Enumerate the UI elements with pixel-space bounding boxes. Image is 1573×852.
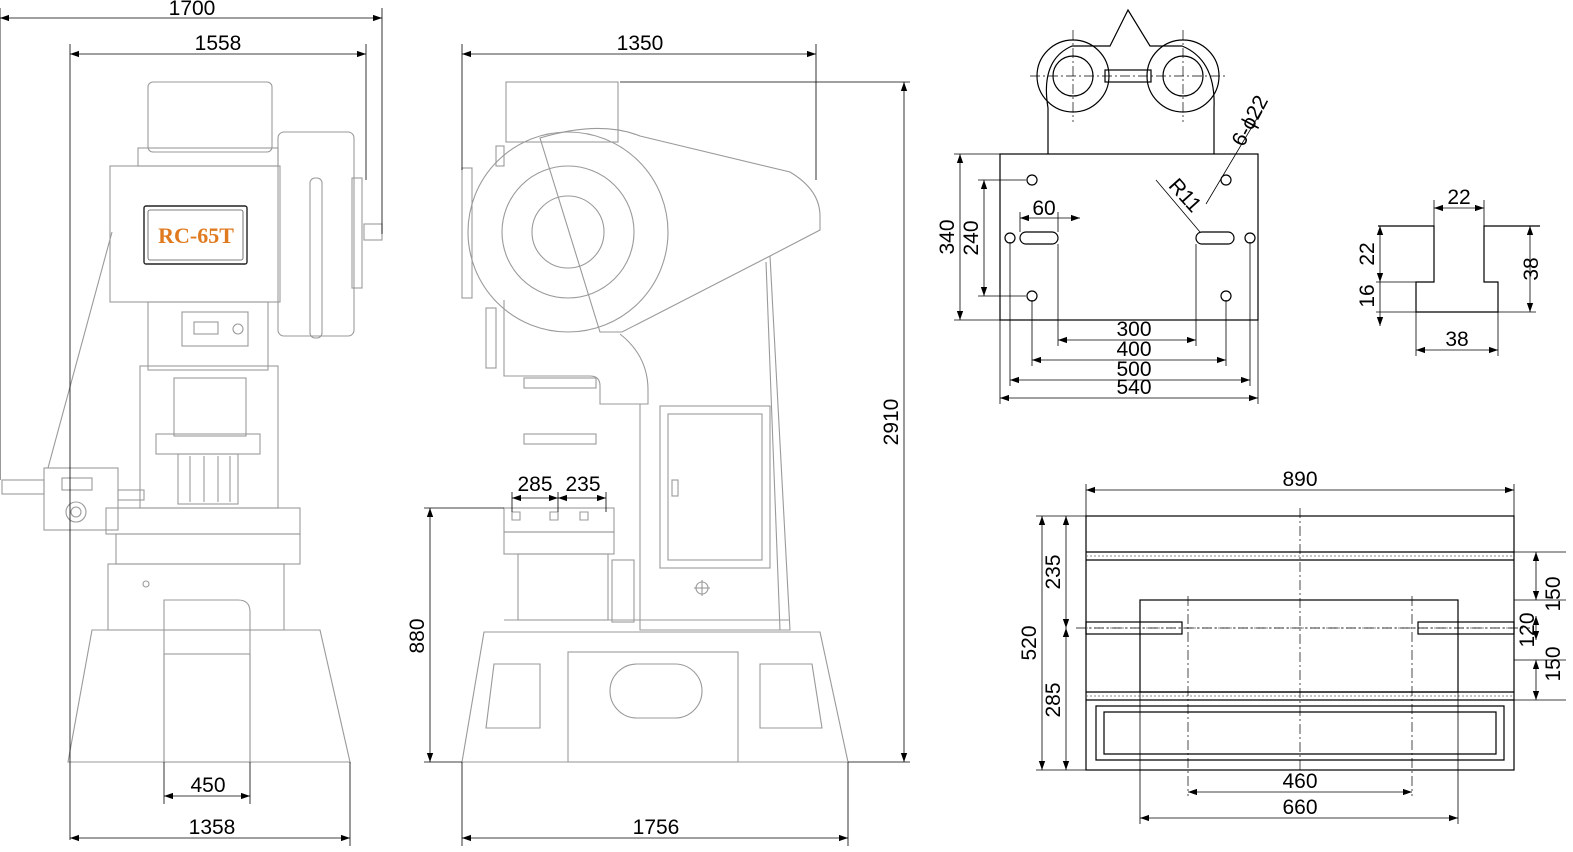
dim-overall-width: 1700 <box>169 0 216 20</box>
dim-bolster-520: 520 <box>1018 625 1041 660</box>
dim-w500: 500 <box>1116 358 1151 381</box>
dim-tslot-h16: 16 <box>1356 284 1379 307</box>
dim-tslot-h38: 38 <box>1520 257 1543 280</box>
dim-bolster-150b: 150 <box>1542 646 1565 681</box>
dim-bed-height: 880 <box>406 618 429 653</box>
dim-slot-len: 60 <box>1032 197 1055 220</box>
dim-base-depth: 1756 <box>633 816 680 839</box>
ram-plate-dimensions: 6-ϕ22 R11 60 340 240 300 400 500 540 <box>936 92 1273 404</box>
dim-bolster-460: 460 <box>1282 770 1317 793</box>
dim-bolster-150a: 150 <box>1542 576 1565 611</box>
dim-base-width: 1358 <box>189 816 236 839</box>
dim-height: 2910 <box>880 399 903 446</box>
dim-bolster-235: 235 <box>1042 554 1065 589</box>
dim-w300: 300 <box>1116 318 1151 341</box>
dim-frame-width: 1558 <box>195 32 242 55</box>
dim-radius: R11 <box>1164 174 1206 217</box>
front-view: RC-65T <box>1 81 383 763</box>
ram-plate-view <box>999 8 1259 321</box>
dim-slot-a: 285 <box>517 473 552 496</box>
dim-throat: 450 <box>190 774 225 797</box>
dim-bolster-285: 285 <box>1042 682 1065 717</box>
dim-tslot-h22: 22 <box>1356 242 1379 265</box>
dim-depth: 1350 <box>617 32 664 55</box>
dim-holes: 6-ϕ22 <box>1227 92 1273 150</box>
dim-tslot-bottom: 38 <box>1445 328 1468 351</box>
side-view-dimensions: 1350 2910 880 1756 285 235 <box>406 32 910 846</box>
dim-bolster-width: 890 <box>1282 468 1317 491</box>
model-label: RC-65T <box>158 223 234 248</box>
dim-slot-b: 235 <box>565 473 600 496</box>
dim-h240: 240 <box>960 220 983 255</box>
model-nameplate: RC-65T <box>143 205 248 265</box>
dim-tslot-top: 22 <box>1447 186 1470 209</box>
tslot-detail <box>1378 225 1540 313</box>
dim-bolster-120: 120 <box>1516 612 1539 647</box>
dim-bolster-660: 660 <box>1282 796 1317 819</box>
dim-h340: 340 <box>936 219 959 254</box>
bolster-view <box>1076 508 1566 796</box>
front-view-dimensions: 1700 1558 450 1358 <box>0 0 383 846</box>
dim-w400: 400 <box>1116 338 1151 361</box>
side-view <box>461 81 849 763</box>
tslot-dimensions: 22 22 16 38 38 <box>1356 186 1543 356</box>
bolster-dimensions: 890 520 235 285 150 120 150 460 660 <box>1018 468 1565 824</box>
dim-w540: 540 <box>1116 376 1151 399</box>
